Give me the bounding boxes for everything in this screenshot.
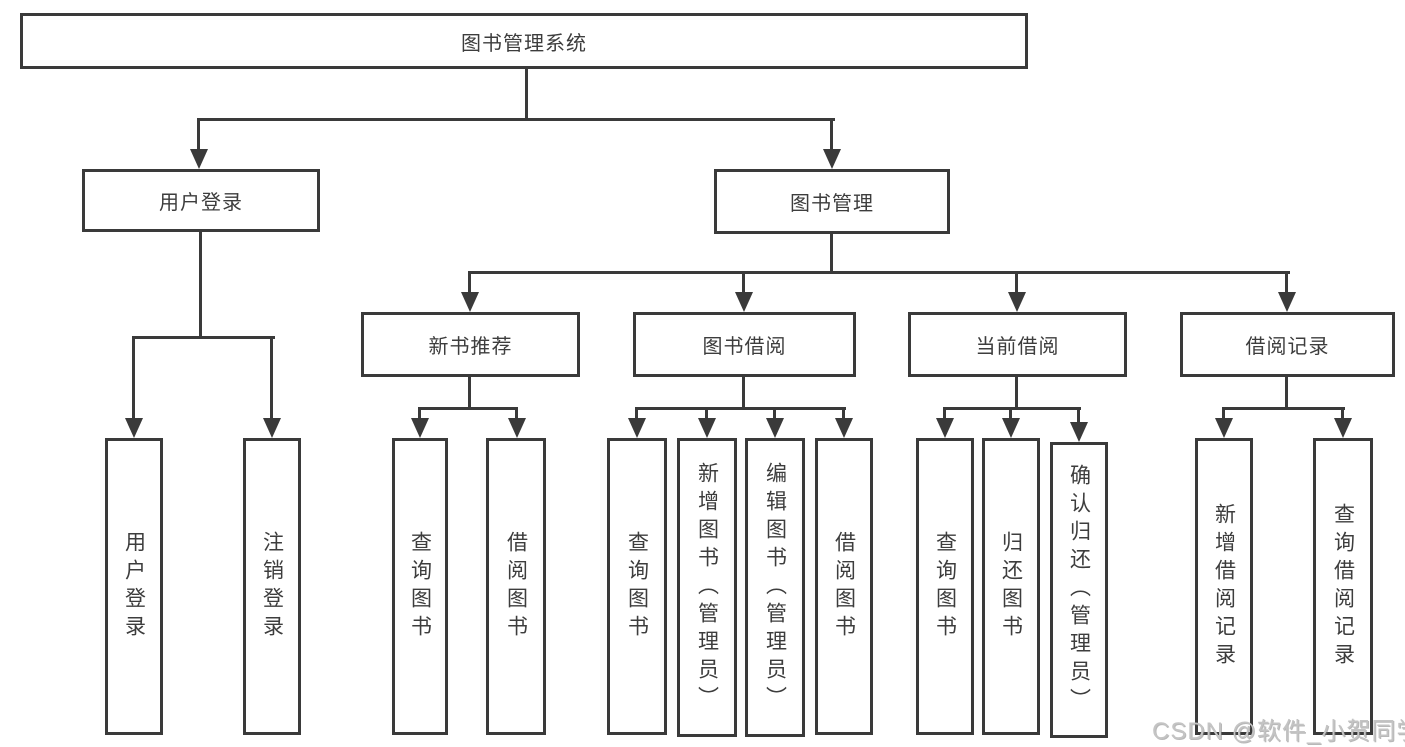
edge-current-borrow-hbar (943, 407, 1081, 410)
leaf-bb-query-books-label: 查询图书 (625, 530, 649, 643)
edge-drop-cb-return (1009, 407, 1012, 420)
edge-book-borrow-trunk (742, 377, 745, 410)
arrowhead-br-add (1215, 418, 1233, 438)
leaf-bb-edit-books-admin-label: 编辑图书（管理员） (763, 461, 787, 714)
edge-drop-br-query (1341, 407, 1344, 420)
arrowhead-book-borrow (735, 292, 753, 312)
leaf-nb-query-books-label: 查询图书 (408, 530, 432, 643)
leaf-logout: 注销登录 (243, 438, 301, 735)
arrowhead-cb-confirm (1070, 422, 1088, 442)
leaf-bb-add-books-admin: 新增图书（管理员） (677, 438, 737, 737)
leaf-nb-query-books: 查询图书 (392, 438, 448, 735)
node-current-borrow: 当前借阅 (908, 312, 1127, 377)
arrowhead-bb-borrow (835, 418, 853, 438)
arrowhead-login (125, 418, 143, 438)
node-root-library-system: 图书管理系统 (20, 13, 1028, 69)
leaf-br-query-record-label: 查询借阅记录 (1331, 502, 1355, 671)
leaf-cb-query-books: 查询图书 (916, 438, 974, 735)
edge-drop-nb-borrow (515, 407, 518, 420)
node-root-label: 图书管理系统 (461, 32, 587, 55)
edge-book-borrow-hbar (635, 407, 846, 410)
leaf-cb-return-books: 归还图书 (982, 438, 1040, 735)
arrowhead-cb-query (936, 418, 954, 438)
edge-new-books-hbar (418, 407, 518, 410)
arrowhead-cb-return (1002, 418, 1020, 438)
node-current-borrow-label: 当前借阅 (975, 336, 1060, 358)
arrowhead-new-books (461, 292, 479, 312)
leaf-logout-label: 注销登录 (260, 530, 284, 643)
edge-drop-bb-borrow (842, 407, 845, 420)
node-book-borrow-label: 图书借阅 (702, 336, 787, 358)
leaf-br-add-record-label: 新增借阅记录 (1212, 502, 1236, 671)
leaf-cb-confirm-return-admin-label: 确认归还（管理员） (1067, 464, 1091, 716)
node-user-login-label: 用户登录 (159, 192, 243, 214)
leaf-user-login-label: 用户登录 (122, 530, 146, 643)
edge-drop-book-mgmt (830, 118, 833, 152)
leaf-bb-query-books: 查询图书 (607, 438, 667, 735)
edge-user-login-hbar (132, 336, 275, 339)
node-new-books-label: 新书推荐 (428, 336, 513, 358)
arrowhead-logout (263, 418, 281, 438)
edge-user-login-trunk (199, 232, 202, 336)
edge-drop-br-add (1222, 407, 1225, 420)
arrowhead-user-login (190, 149, 208, 169)
leaf-br-add-record: 新增借阅记录 (1195, 438, 1253, 735)
node-user-login: 用户登录 (82, 169, 320, 232)
leaf-bb-add-books-admin-label: 新增图书（管理员） (695, 461, 719, 714)
edge-drop-book-borrow (742, 271, 745, 295)
arrowhead-borrow-records (1278, 292, 1296, 312)
leaf-cb-query-books-label: 查询图书 (933, 530, 957, 643)
arrowhead-nb-query (411, 418, 429, 438)
leaf-nb-borrow-books: 借阅图书 (486, 438, 546, 735)
edge-drop-login (132, 336, 135, 420)
edge-drop-bb-query (635, 407, 638, 420)
arrowhead-br-query (1334, 418, 1352, 438)
node-borrow-records: 借阅记录 (1180, 312, 1395, 377)
leaf-user-login: 用户登录 (105, 438, 163, 735)
arrowhead-nb-borrow (508, 418, 526, 438)
edge-drop-logout (270, 336, 273, 420)
node-book-borrow: 图书借阅 (633, 312, 856, 377)
arrowhead-bb-query (628, 418, 646, 438)
edge-drop-borrow-records (1285, 271, 1288, 295)
leaf-bb-borrow-books: 借阅图书 (815, 438, 873, 735)
edge-drop-user-login (197, 118, 200, 152)
edge-book-mgmt-trunk (830, 234, 833, 274)
leaf-cb-confirm-return-admin: 确认归还（管理员） (1050, 442, 1108, 738)
edge-root-hbar (197, 118, 835, 121)
edge-drop-new-books (468, 271, 471, 295)
edge-drop-cb-confirm (1077, 407, 1080, 423)
node-new-books: 新书推荐 (361, 312, 580, 377)
edge-borrow-records-hbar (1222, 407, 1345, 410)
edge-new-books-trunk (468, 377, 471, 410)
node-book-mgmt-label: 图书管理 (790, 193, 874, 215)
node-borrow-records-label: 借阅记录 (1245, 336, 1330, 358)
edge-borrow-records-trunk (1285, 377, 1288, 410)
leaf-bb-borrow-books-label: 借阅图书 (832, 530, 856, 643)
leaf-br-query-record: 查询借阅记录 (1313, 438, 1373, 735)
arrowhead-current-borrow (1008, 292, 1026, 312)
arrowhead-bb-add (698, 418, 716, 438)
arrowhead-book-mgmt (823, 149, 841, 169)
edge-drop-bb-edit (773, 407, 776, 420)
edge-drop-nb-query (418, 407, 421, 420)
edge-drop-cb-query (943, 407, 946, 420)
arrowhead-bb-edit (766, 418, 784, 438)
edge-drop-current-borrow (1015, 271, 1018, 295)
edge-drop-bb-add (705, 407, 708, 420)
leaf-bb-edit-books-admin: 编辑图书（管理员） (745, 438, 805, 737)
leaf-cb-return-books-label: 归还图书 (999, 530, 1023, 643)
csdn-watermark: CSDN @软件_小贺同学 (1152, 718, 1405, 745)
leaf-nb-borrow-books-label: 借阅图书 (504, 530, 528, 643)
edge-book-mgmt-hbar (468, 271, 1290, 274)
node-book-mgmt: 图书管理 (714, 169, 950, 234)
edge-current-borrow-trunk (1015, 377, 1018, 410)
edge-root-trunk (525, 69, 528, 118)
